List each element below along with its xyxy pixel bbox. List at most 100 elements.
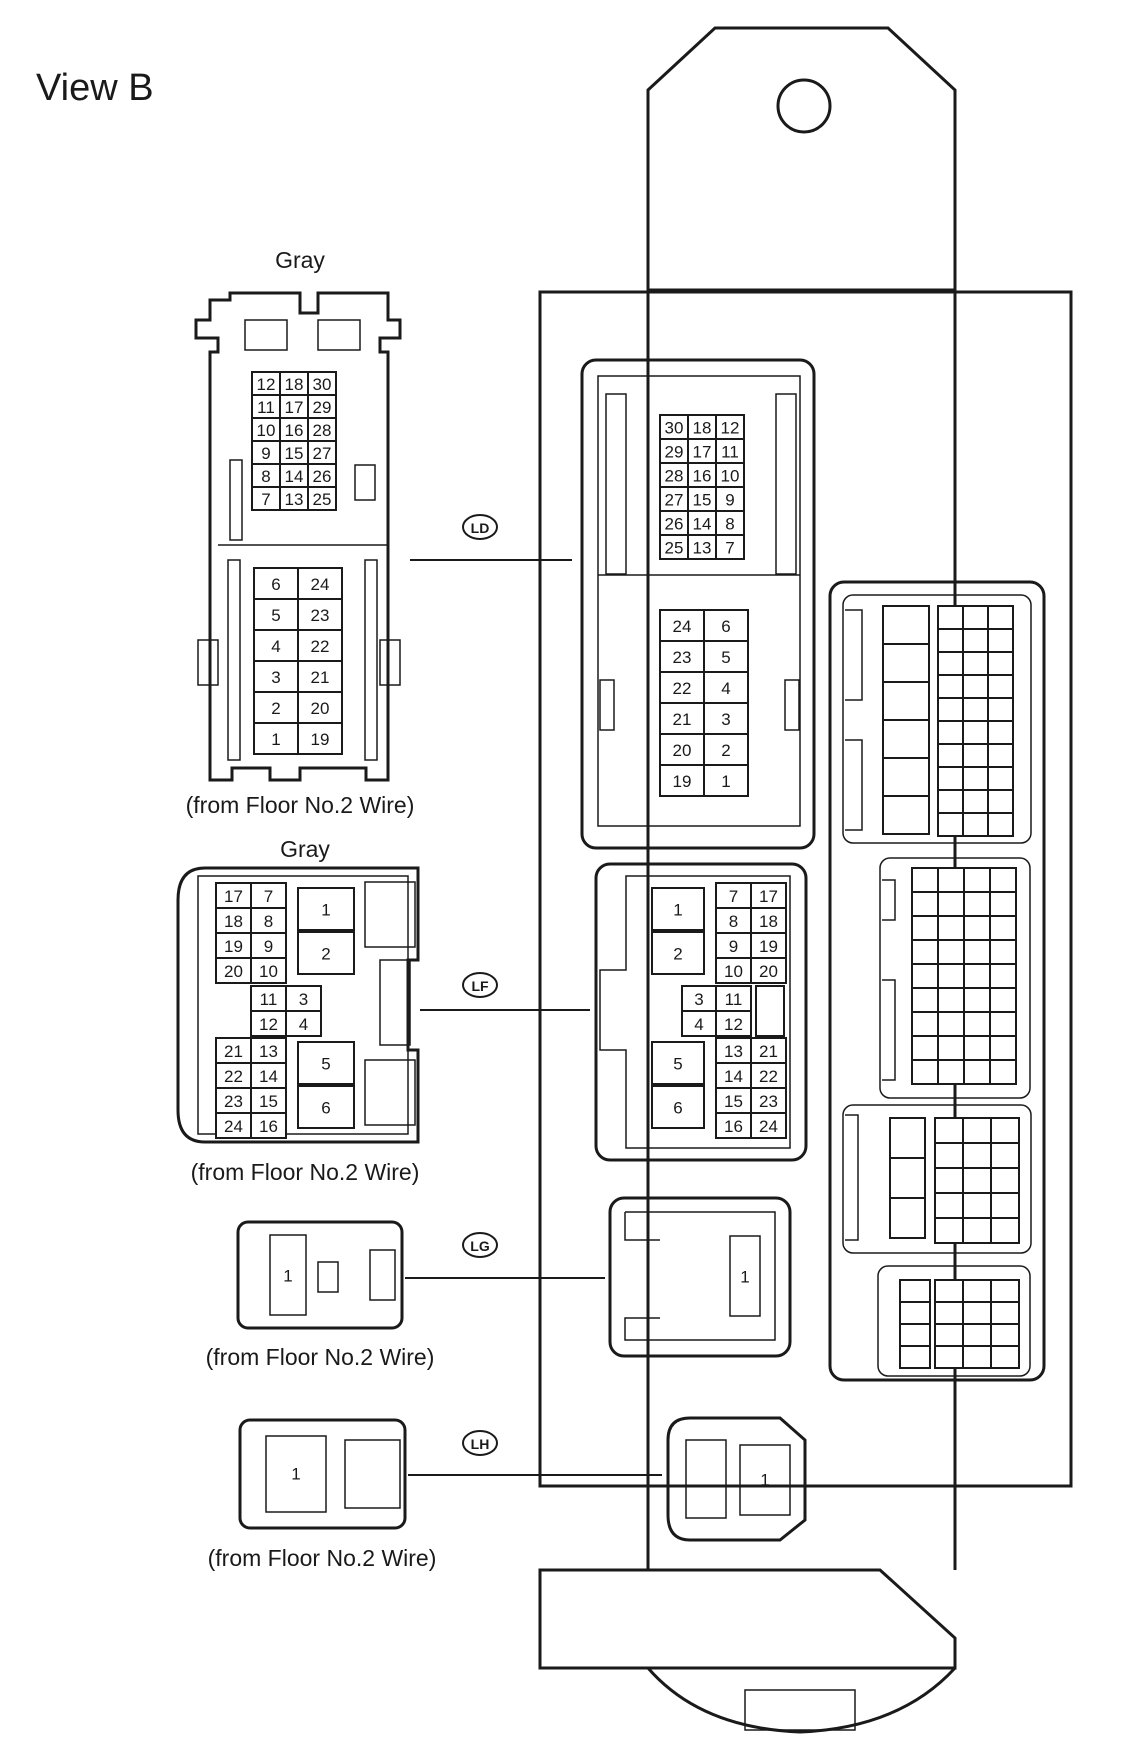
svg-text:28: 28 bbox=[665, 467, 684, 486]
svg-text:6: 6 bbox=[321, 1099, 330, 1118]
svg-text:2: 2 bbox=[673, 945, 682, 964]
ld-plug-pin-29: 29 bbox=[307, 394, 337, 419]
svg-text:24: 24 bbox=[224, 1117, 243, 1136]
lf-block-pin-4: 4 bbox=[681, 1010, 717, 1037]
svg-text:18: 18 bbox=[693, 419, 712, 438]
svg-text:18: 18 bbox=[224, 912, 243, 931]
svg-text:10: 10 bbox=[259, 962, 278, 981]
svg-text:25: 25 bbox=[665, 539, 684, 558]
ld-plug-pin-8: 8 bbox=[251, 463, 281, 488]
svg-text:19: 19 bbox=[759, 937, 778, 956]
ld-plug-pin-12: 12 bbox=[251, 371, 281, 396]
svg-text:8: 8 bbox=[729, 912, 738, 931]
ld-plug-pin-10: 10 bbox=[251, 417, 281, 442]
svg-text:15: 15 bbox=[259, 1092, 278, 1111]
ld-plug-pin-6: 6 bbox=[253, 567, 299, 600]
lh-source-label: (from Floor No.2 Wire) bbox=[208, 1545, 437, 1571]
plug-connector-lg: 1 (from Floor No.2 Wire) bbox=[206, 1220, 434, 1370]
lh-plug-pin: 1 bbox=[291, 1465, 300, 1484]
ld-block-pin-9: 9 bbox=[715, 486, 745, 512]
lf-color-label: Gray bbox=[280, 836, 330, 862]
right-connector-1 bbox=[842, 594, 1032, 844]
svg-text:7: 7 bbox=[261, 490, 270, 509]
ld-plug-pin-4: 4 bbox=[253, 629, 299, 662]
svg-text:28: 28 bbox=[313, 421, 332, 440]
lf-plug-pin-20: 20 bbox=[215, 957, 252, 984]
block-connector-lh: 1 bbox=[666, 1416, 807, 1542]
lf-source-label: (from Floor No.2 Wire) bbox=[191, 1159, 420, 1185]
svg-text:8: 8 bbox=[725, 515, 734, 534]
svg-text:4: 4 bbox=[271, 637, 280, 656]
ld-block-pin-4: 4 bbox=[703, 671, 749, 704]
lf-plug-pin-7: 7 bbox=[250, 882, 287, 909]
svg-text:21: 21 bbox=[311, 668, 330, 687]
svg-text:3: 3 bbox=[721, 710, 730, 729]
lf-block-pin-13: 13 bbox=[715, 1037, 752, 1064]
svg-text:24: 24 bbox=[673, 617, 692, 636]
lf-block-pin-10: 10 bbox=[715, 957, 752, 984]
ld-code-tag: LD bbox=[471, 520, 490, 536]
svg-text:26: 26 bbox=[313, 467, 332, 486]
svg-text:3: 3 bbox=[299, 990, 308, 1009]
lf-block-pin-16: 16 bbox=[715, 1112, 752, 1139]
ld-block-pin-14: 14 bbox=[687, 510, 717, 536]
svg-text:11: 11 bbox=[257, 398, 275, 417]
ld-color-label: Gray bbox=[275, 247, 325, 273]
ld-block-pin-10: 10 bbox=[715, 462, 745, 488]
svg-text:18: 18 bbox=[285, 375, 304, 394]
svg-text:7: 7 bbox=[729, 887, 738, 906]
svg-text:5: 5 bbox=[673, 1055, 682, 1074]
ld-block-pin-11: 11 bbox=[715, 438, 745, 464]
lf-block-pin-18: 18 bbox=[750, 907, 787, 934]
svg-text:14: 14 bbox=[693, 515, 712, 534]
lf-block-pin-2: 2 bbox=[651, 931, 705, 975]
lf-block-pin-17: 17 bbox=[750, 882, 787, 909]
lh-code-tag: LH bbox=[471, 1436, 490, 1452]
svg-text:13: 13 bbox=[693, 539, 712, 558]
svg-text:16: 16 bbox=[724, 1117, 743, 1136]
lf-plug-pin-8: 8 bbox=[250, 907, 287, 934]
svg-text:26: 26 bbox=[665, 515, 684, 534]
ld-block-pin-1: 1 bbox=[703, 764, 749, 797]
svg-text:18: 18 bbox=[759, 912, 778, 931]
svg-text:20: 20 bbox=[673, 741, 692, 760]
ld-block-pin-27: 27 bbox=[659, 486, 689, 512]
lf-block-pin-15: 15 bbox=[715, 1087, 752, 1114]
svg-text:9: 9 bbox=[261, 444, 270, 463]
svg-text:22: 22 bbox=[224, 1067, 243, 1086]
svg-text:23: 23 bbox=[224, 1092, 243, 1111]
lf-plug-pin-24: 24 bbox=[215, 1112, 252, 1139]
ld-plug-pin-11: 11 bbox=[251, 394, 281, 419]
right-connector-4 bbox=[877, 1265, 1031, 1377]
ld-plug-pin-1: 1 bbox=[253, 722, 299, 755]
ld-leader: LD bbox=[410, 514, 572, 561]
svg-text:16: 16 bbox=[693, 467, 712, 486]
ld-block-pin-16: 16 bbox=[687, 462, 717, 488]
svg-text:12: 12 bbox=[257, 375, 276, 394]
lf-plug-pin-23: 23 bbox=[215, 1087, 252, 1114]
ld-block-pin-22: 22 bbox=[659, 671, 705, 704]
ld-plug-pin-25: 25 bbox=[307, 486, 337, 511]
svg-text:15: 15 bbox=[285, 444, 304, 463]
svg-text:19: 19 bbox=[311, 730, 330, 749]
lf-plug-pin-16: 16 bbox=[250, 1112, 287, 1139]
ld-plug-pin-27: 27 bbox=[307, 440, 337, 465]
lf-block-pin-24: 24 bbox=[750, 1112, 787, 1139]
svg-text:3: 3 bbox=[694, 990, 703, 1009]
svg-text:8: 8 bbox=[261, 467, 270, 486]
svg-text:16: 16 bbox=[259, 1117, 278, 1136]
svg-text:7: 7 bbox=[725, 539, 734, 558]
svg-text:29: 29 bbox=[665, 443, 684, 462]
svg-text:12: 12 bbox=[724, 1015, 743, 1034]
ld-plug-pin-14: 14 bbox=[279, 463, 309, 488]
lf-block-key-slot bbox=[755, 985, 785, 1037]
svg-text:16: 16 bbox=[285, 421, 304, 440]
lf-block-pin-1: 1 bbox=[651, 887, 705, 931]
svg-text:10: 10 bbox=[257, 421, 276, 440]
lf-block-pin-21: 21 bbox=[750, 1037, 787, 1064]
ld-block-pin-19: 19 bbox=[659, 764, 705, 797]
lf-plug-pin-14: 14 bbox=[250, 1062, 287, 1089]
lg-leader: LG bbox=[405, 1232, 605, 1279]
ld-block-pin-21: 21 bbox=[659, 702, 705, 735]
lf-block-pin-11: 11 bbox=[715, 985, 752, 1012]
